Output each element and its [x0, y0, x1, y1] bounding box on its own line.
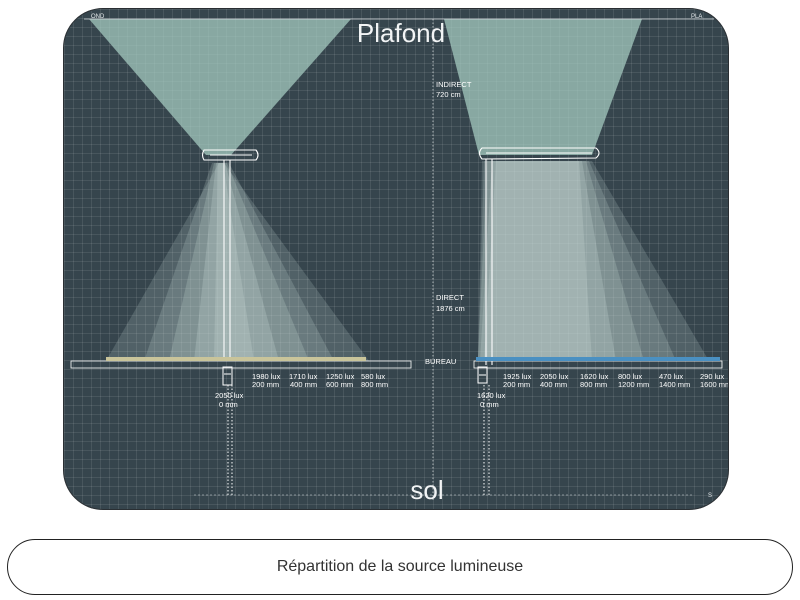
- right-center-distance: 0 mm: [480, 400, 499, 409]
- right-desk: [473, 360, 723, 369]
- right-reading-distance: 200 mm: [503, 380, 530, 389]
- diagram-canvas: Plafond sol OND PLA S INDIRECT 720 cm DI…: [70, 14, 729, 505]
- left-reading-lux: 1980 lux: [252, 372, 281, 381]
- right-indirect-beam: [444, 19, 642, 155]
- right-reading-lux: 470 lux: [659, 372, 683, 381]
- right-direct-beam: [478, 161, 709, 361]
- right-reading-distance: 1400 mm: [659, 380, 690, 389]
- right-lamp-clamp: [477, 366, 490, 495]
- right-reading-distance: 1600 mm: [700, 380, 729, 389]
- right-reading-lux: 2050 lux: [540, 372, 569, 381]
- left-desk: [70, 360, 412, 369]
- left-direct-beam: [106, 163, 369, 361]
- right-reading-lux: 1925 lux: [503, 372, 532, 381]
- left-lamp-clamp: [222, 366, 233, 495]
- lighting-diagram: Plafond sol OND PLA S INDIRECT 720 cm DI…: [63, 8, 729, 510]
- left-readings: 2050 lux 0 mm 1980 lux 200 mm 1710 lux 4…: [215, 372, 388, 409]
- floor-label: sol: [410, 475, 443, 505]
- right-reading-lux: 800 lux: [618, 372, 642, 381]
- direct-value: 1876 cm: [436, 304, 465, 313]
- left-indirect-beam: [89, 19, 351, 155]
- direct-title: DIRECT: [436, 293, 464, 302]
- right-desk-light-area: [476, 357, 720, 361]
- corner-label-right: PLA: [691, 14, 702, 20]
- left-reading-lux: 1250 lux: [326, 372, 355, 381]
- right-reading-lux: 290 lux: [700, 372, 724, 381]
- left-reading-lux: 1710 lux: [289, 372, 318, 381]
- right-reading-distance: 400 mm: [540, 380, 567, 389]
- left-desk-light-area: [106, 357, 366, 361]
- left-reading-distance: 400 mm: [290, 380, 317, 389]
- right-center-lux: 1620 lux: [477, 391, 506, 400]
- left-reading-distance: 600 mm: [326, 380, 353, 389]
- right-readings: 1620 lux 0 mm 1925 lux 200 mm 2050 lux 4…: [477, 372, 729, 409]
- left-lamp: [201, 149, 259, 361]
- corner-label-left: OND: [91, 14, 105, 20]
- corner-label-bottom-right: S: [708, 493, 712, 499]
- caption-text: Répartition de la source lumineuse: [276, 558, 524, 575]
- left-center-distance: 0 mm: [219, 400, 238, 409]
- left-reading-distance: 200 mm: [252, 380, 279, 389]
- left-reading-distance: 800 mm: [361, 380, 388, 389]
- left-center-lux: 2050 lux: [215, 391, 244, 400]
- right-reading-lux: 1620 lux: [580, 372, 609, 381]
- indirect-value: 720 cm: [436, 90, 461, 99]
- desk-label: BUREAU: [425, 357, 456, 366]
- right-reading-distance: 1200 mm: [618, 380, 649, 389]
- right-reading-distance: 800 mm: [580, 380, 607, 389]
- ceiling-label: Plafond: [357, 18, 445, 48]
- indirect-title: INDIRECT: [436, 80, 472, 89]
- caption-box: Répartition de la source lumineuse: [7, 539, 793, 595]
- left-reading-lux: 580 lux: [361, 372, 385, 381]
- right-lamp: [478, 147, 600, 365]
